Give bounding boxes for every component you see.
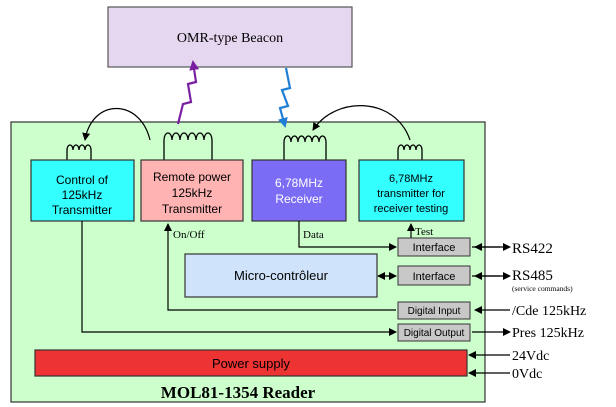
cde-125khz-label: /Cde 125kHz: [512, 304, 586, 319]
coil-icon: [163, 132, 213, 160]
coil-icon: [66, 144, 92, 160]
on-off-label: On/Off: [173, 229, 205, 241]
power-supply-block: Power supply: [34, 349, 468, 377]
remote-power-transmitter-block: Remote power 125kHz Transmitter: [140, 159, 244, 222]
data-label: Data: [303, 229, 324, 241]
interface-2-label: Interface: [413, 271, 456, 283]
coupling-arrow-left: [82, 107, 151, 141]
24vdc-label: 24Vdc: [512, 349, 549, 364]
coil-icon: [283, 135, 327, 160]
testtx-line-1: 6,78MHz: [389, 173, 433, 185]
digital-input-box: Digital Input: [397, 301, 471, 320]
interface-box-1: Interface: [397, 237, 471, 257]
beacon-label: OMR-type Beacon: [177, 31, 283, 46]
0vdc-label: 0Vdc: [512, 367, 542, 382]
digital-output-box: Digital Output: [397, 323, 471, 342]
pres-125khz-label: Pres 125kHz: [512, 326, 584, 341]
digital-output-label: Digital Output: [404, 328, 465, 339]
micro-label: Micro-contrôleur: [234, 268, 329, 283]
coil-icon: [397, 144, 423, 160]
downlink-wave: [278, 67, 292, 128]
beacon-box: OMR-type Beacon: [107, 6, 353, 68]
remote-line-2: 125kHz: [172, 186, 213, 200]
rs485-label: RS485: [512, 268, 553, 284]
interface-box-2: Interface: [397, 265, 471, 286]
coupling-arrow-right: [312, 105, 411, 141]
receiver-block: 6,78MHz Receiver: [251, 159, 347, 222]
wiring: [81, 221, 511, 377]
rs422-label: RS422: [512, 241, 553, 257]
remote-line-3: Transmitter: [162, 202, 222, 216]
receiver-line-1: 6,78MHz: [275, 176, 323, 190]
digital-input-label: Digital Input: [408, 306, 461, 317]
remote-line-1: Remote power: [153, 170, 231, 184]
test-transmitter-block: 6,78MHz transmitter for receiver testing: [358, 159, 465, 222]
control-line-2: 125kHz: [62, 188, 103, 202]
microcontroller-block: Micro-contrôleur: [184, 253, 378, 298]
control-transmitter-block: Control of 125kHz Transmitter: [30, 159, 135, 222]
interface-1-label: Interface: [413, 242, 456, 254]
rs485-note: (service commands): [512, 284, 573, 293]
control-line-3: Transmitter: [52, 203, 112, 217]
receiver-line-2: Receiver: [275, 192, 322, 206]
test-label: Test: [415, 226, 433, 238]
power-supply-label: Power supply: [212, 356, 291, 371]
testtx-line-3: receiver testing: [374, 203, 449, 215]
uplink-wave: [176, 60, 200, 125]
reader-title: MOL81-1354 Reader: [161, 383, 316, 402]
control-line-1: Control of: [56, 173, 109, 187]
testtx-line-2: transmitter for: [377, 188, 445, 200]
